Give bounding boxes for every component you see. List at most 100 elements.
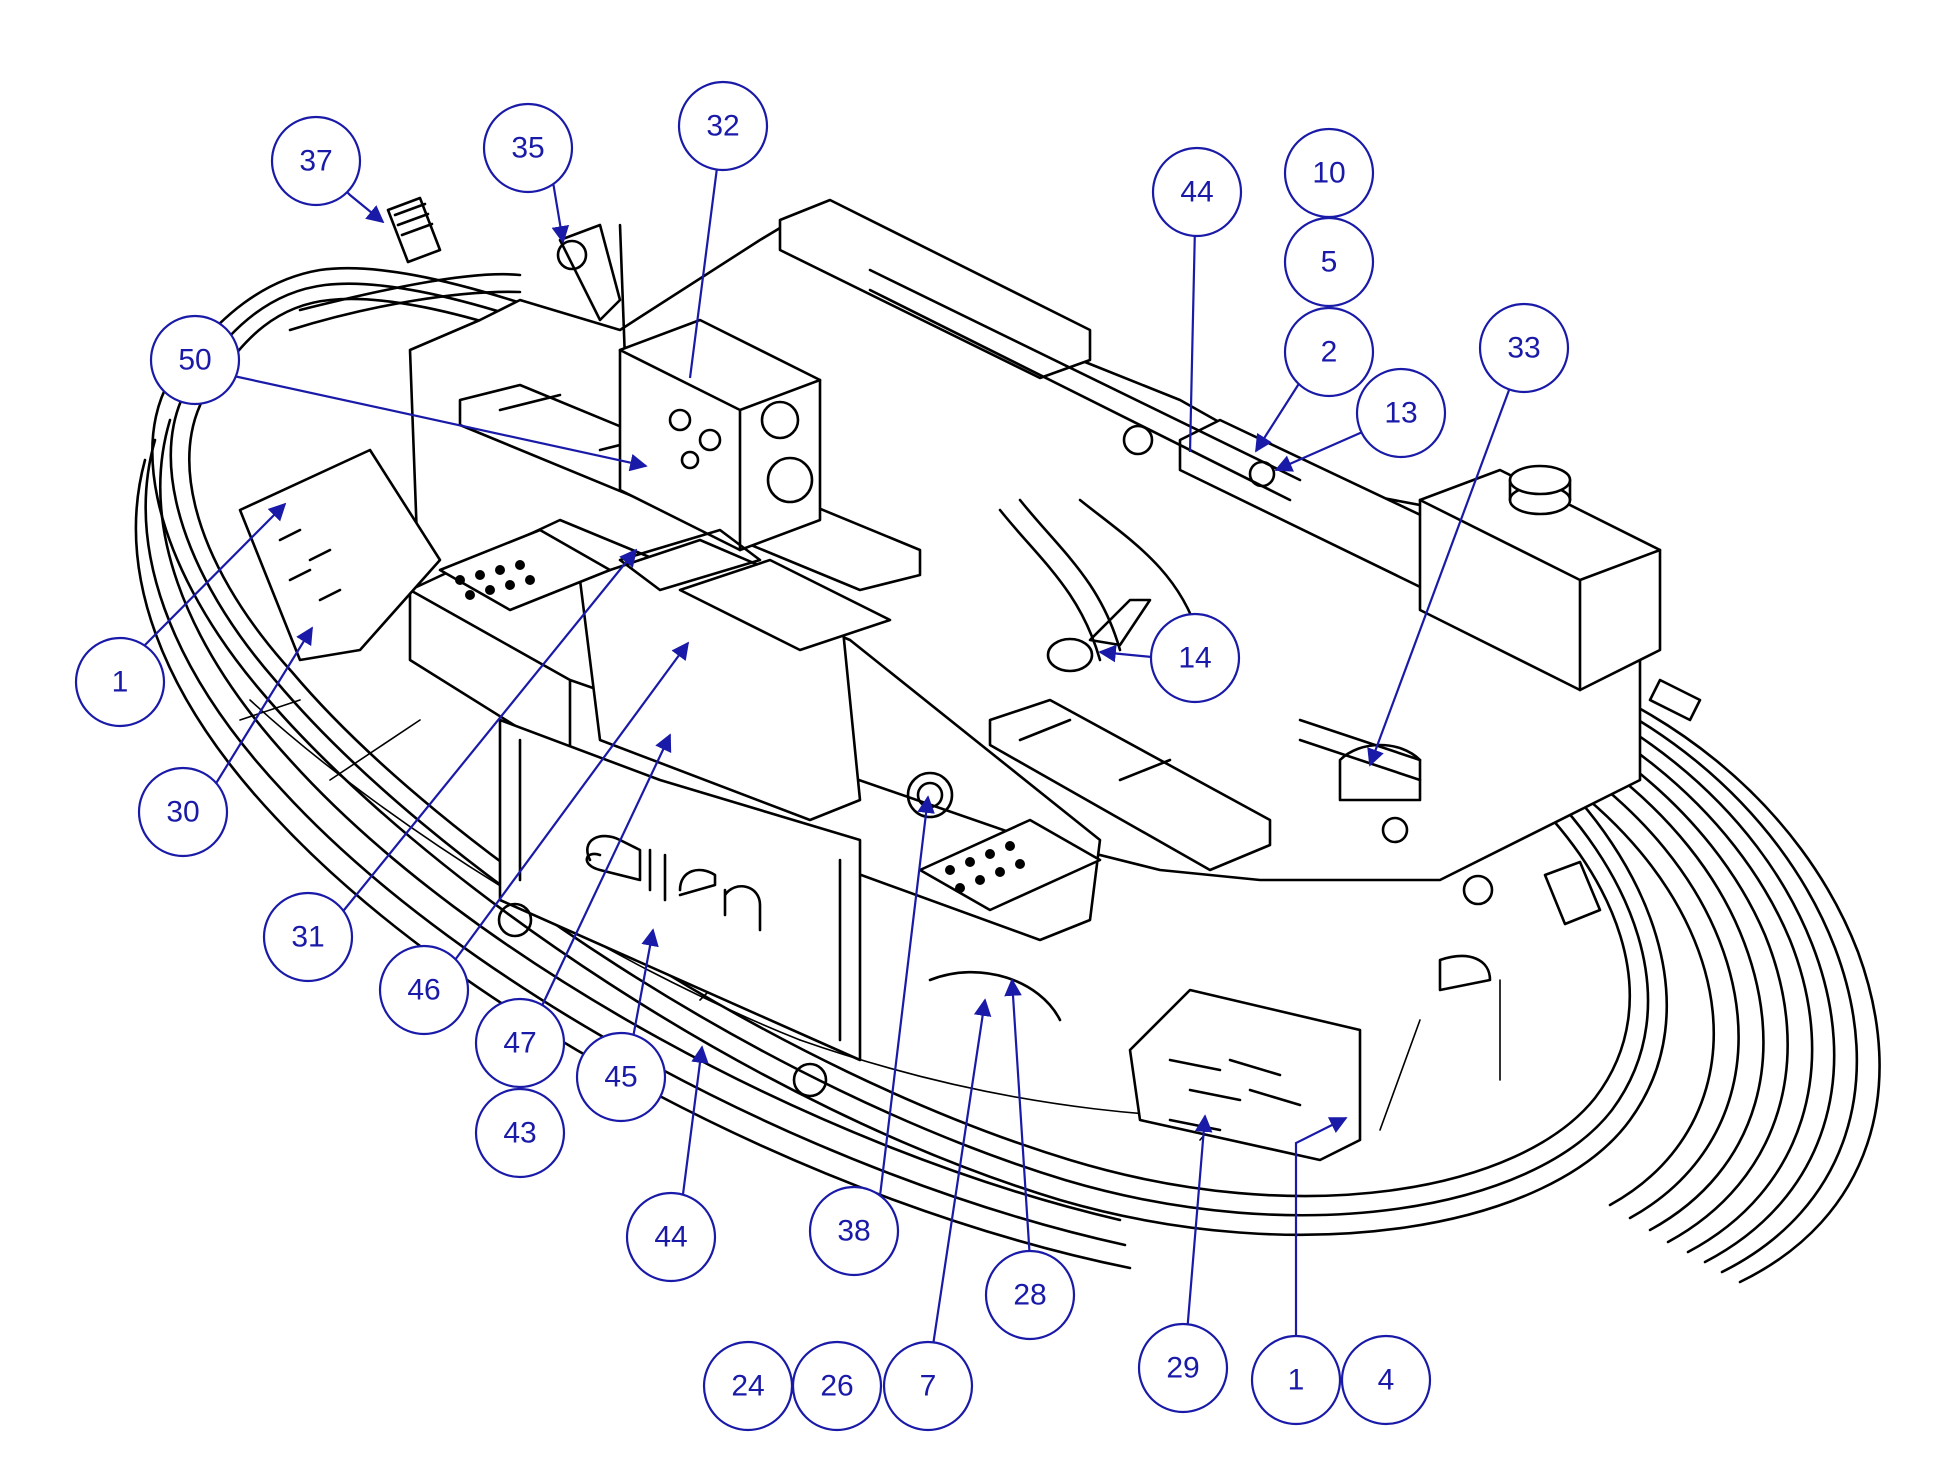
callout-bubble [474, 997, 566, 1089]
callout-38: 38 [808, 795, 935, 1277]
callout-label: 5 [1321, 246, 1338, 279]
callout-label: 47 [503, 1027, 536, 1060]
callout-bubble [1283, 216, 1375, 308]
callout-label: 32 [706, 110, 739, 143]
leader-line [1255, 381, 1301, 453]
vent-grid-left [438, 528, 612, 612]
callout-44: 44 [1151, 146, 1243, 453]
leader-line [551, 181, 570, 244]
callout-10: 10 [1283, 127, 1375, 219]
callout-bubble [1151, 146, 1243, 238]
callout-24: 24 [702, 1340, 794, 1432]
callout-bubble [149, 314, 241, 406]
callout-35: 35 [482, 102, 574, 244]
holes-pattern [455, 239, 1494, 906]
callout-bubble [677, 80, 769, 172]
callout-label: 26 [820, 1370, 853, 1403]
callout-47: 47 [474, 733, 672, 1089]
leader-line [346, 191, 385, 224]
step-plate-right [1128, 988, 1362, 1162]
callout-31: 31 [262, 548, 638, 983]
callout-30: 30 [137, 626, 313, 858]
callout-4: 4 [1340, 1334, 1432, 1426]
callout-label: 43 [503, 1117, 536, 1150]
leader-line [930, 998, 992, 1353]
leader-line [680, 1045, 709, 1203]
callout-bubble [882, 1340, 974, 1432]
callout-1: 1 [74, 502, 287, 728]
callout-bubble [808, 1185, 900, 1277]
callout-1: 1 [1250, 1117, 1348, 1426]
work-light-right [1543, 860, 1602, 926]
callout-bubble [1149, 612, 1241, 704]
callout-label: 45 [604, 1061, 637, 1094]
callout-bubble [137, 766, 229, 858]
callout-45: 45 [575, 928, 667, 1123]
callout-bubble [702, 1340, 794, 1432]
hydraulic-block [618, 318, 822, 552]
callout-label: 1 [112, 666, 129, 699]
callout-29: 29 [1137, 1114, 1229, 1414]
callout-14: 14 [1098, 612, 1241, 704]
callout-33: 33 [1367, 302, 1570, 767]
fuel-tank [1418, 464, 1662, 692]
callout-label: 35 [511, 132, 544, 165]
callout-label: 4 [1378, 1364, 1395, 1397]
work-light-left [386, 196, 442, 264]
callout-label: 44 [654, 1221, 687, 1254]
callout-46: 46 [378, 641, 690, 1036]
callout-28: 28 [984, 978, 1076, 1341]
callout-bubble [1283, 306, 1375, 398]
callout-label: 1 [1288, 1364, 1305, 1397]
callout-bubble [1250, 1334, 1342, 1426]
callout-bubble [474, 1087, 566, 1179]
callout-7: 7 [882, 998, 992, 1432]
callout-label: 30 [166, 796, 199, 829]
callout-label: 44 [1180, 176, 1213, 209]
callout-44: 44 [625, 1045, 717, 1283]
callout-13: 13 [1274, 367, 1447, 472]
callout-bubble [378, 944, 470, 1036]
vent-grid-right [918, 818, 1102, 912]
callout-label: 24 [731, 1370, 764, 1403]
callout-label: 37 [299, 145, 332, 178]
callout-label: 50 [178, 344, 211, 377]
power-trowel-drawing [134, 196, 1881, 1284]
callout-label: 10 [1312, 157, 1345, 190]
callout-bubble [1478, 302, 1570, 394]
callout-bubble [1355, 367, 1447, 459]
callout-bubble [482, 102, 574, 194]
callout-26: 26 [791, 1340, 883, 1432]
callout-label: 33 [1507, 332, 1540, 365]
leader-line [1185, 1114, 1213, 1334]
callout-bubble [270, 115, 362, 207]
callout-label: 13 [1384, 397, 1417, 430]
callout-label: 2 [1321, 336, 1338, 369]
step-plate-left [238, 448, 442, 662]
callout-bubble [984, 1249, 1076, 1341]
callout-label: 31 [291, 921, 324, 954]
operator-console [408, 518, 1102, 1062]
callout-2: 2 [1255, 306, 1375, 453]
callout-bubble [74, 636, 166, 728]
callout-5: 5 [1283, 216, 1375, 308]
allen-logo [585, 834, 762, 932]
callout-bubble [1340, 1334, 1432, 1426]
callout-label: 46 [407, 974, 440, 1007]
leader-line [1274, 428, 1368, 472]
callout-label: 7 [920, 1370, 937, 1403]
callout-label: 14 [1178, 642, 1211, 675]
callout-bubble [575, 1031, 667, 1123]
callout-bubble [262, 891, 354, 983]
callout-32: 32 [677, 80, 769, 379]
callout-label: 38 [837, 1215, 870, 1248]
callout-label: 29 [1166, 1352, 1199, 1385]
callout-label: 28 [1013, 1279, 1046, 1312]
callout-43: 43 [474, 1087, 566, 1179]
callout-bubble [1137, 1322, 1229, 1414]
callout-bubble [625, 1191, 717, 1283]
callout-37: 37 [270, 115, 385, 224]
callout-50: 50 [149, 314, 648, 472]
